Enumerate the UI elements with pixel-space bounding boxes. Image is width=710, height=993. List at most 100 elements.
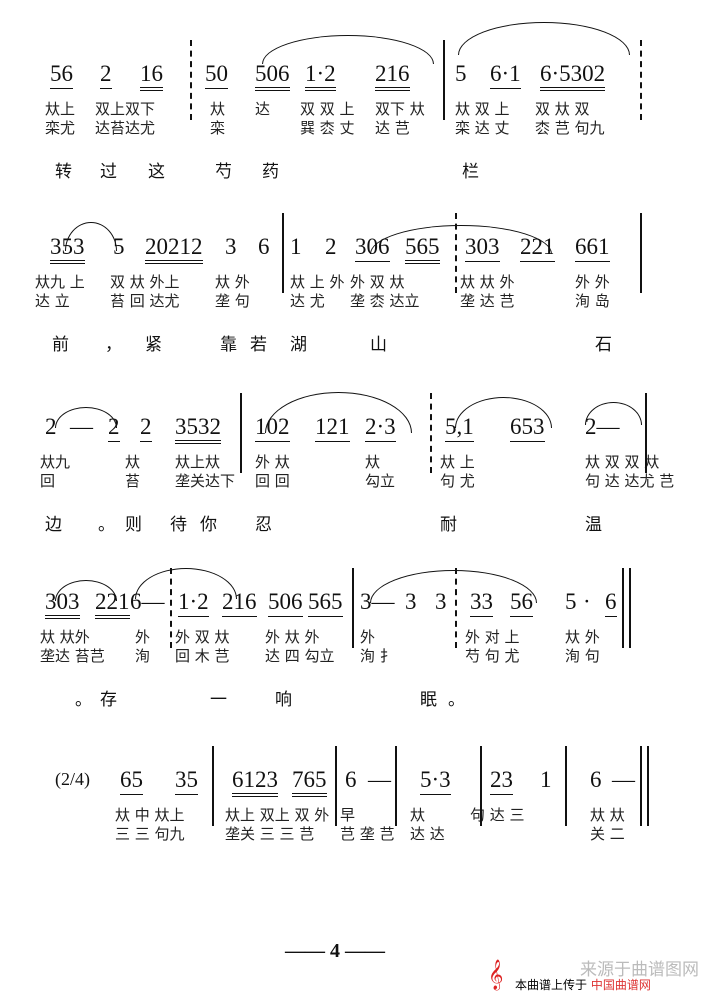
watermark-source: 来源于曲谱图网 [580,960,699,980]
lyric: 响 [275,690,292,710]
note-group: 2 [325,234,337,259]
guqin-tablature: 外 外 洵 岛 [575,273,610,310]
note-group: 2 [140,415,152,442]
solid-barline [640,213,642,293]
solid-barline [480,746,482,826]
solid-barline [282,213,284,293]
guqin-tablature: 夶 外 洵 句 [565,628,600,665]
note-group: 23 [490,768,513,795]
note-group: 1 [290,234,302,259]
solid-barline [352,568,354,648]
note-group: 16 [140,62,163,91]
slur [65,222,117,251]
note-group: 3 [225,234,237,259]
guqin-tablature: 夶 苔 [125,453,141,490]
guqin-tablature: 夶 夶外 垄达 苔芑 [40,628,105,665]
guqin-tablature: 夶 夶 外 垄 达 芑 [460,273,515,310]
guqin-tablature: 外 对 上 芍 句 尤 [465,628,520,665]
note-group: 1·2 [305,62,336,91]
note-group: 5 [113,234,125,259]
note-group: 35 [175,768,198,795]
note-group: — [368,767,391,792]
dash-left: —— [285,940,325,962]
note-group: — [612,767,635,792]
lyric: 药 [262,162,279,182]
guqin-tablature: 双 夶 外上 苔 回 达尤 [110,273,180,310]
guqin-tablature: 夶 中 夶上 三 三 句九 [115,806,185,843]
note-group: 5·3 [420,768,451,795]
lyric: 待 [170,515,187,535]
note-group: 6 [590,767,602,792]
lyric: 紧 [145,335,162,355]
note-group: 6 [258,234,270,259]
lyric: 一 [210,690,227,710]
lyric: 。 [448,690,465,710]
lyric: ， [105,335,122,355]
note-group: 6 [345,767,357,792]
note-group: 661 [575,235,610,262]
slur [458,22,630,55]
solid-barline [565,746,567,826]
double-barline [622,568,631,648]
note-group: 565 [308,590,343,617]
guqin-tablature: 外 洵 [135,628,151,665]
guqin-tablature: 夶 上 外 达 尤 [290,273,345,310]
note-group: 2 [45,414,57,439]
lyric: 石 [595,335,612,355]
guqin-tablature: 夶 外 垄 句 [215,273,250,310]
slur [55,580,117,601]
lyric: 则 [125,515,142,535]
lyric: 忍 [255,515,272,535]
note-group: 6·1 [490,62,521,89]
guqin-tablature: 夶九 上 达 立 [35,273,85,310]
double-barline [640,746,649,826]
note-group: 216 [375,62,410,91]
guqin-tablature: 外 夶 外 达 四 勾立 [265,628,335,665]
guqin-tablature: 达 [255,100,271,118]
lyric: 这 [148,162,165,182]
lyric: 山 [370,335,387,355]
guqin-tablature: 双 夶 双 枩 芑 句九 [535,100,605,137]
solid-barline [212,746,214,826]
slur [262,35,434,64]
note-group: 765 [292,768,327,797]
lyric: 耐 [440,515,457,535]
guqin-tablature: 夶 双 上 栾 达 丈 [455,100,510,137]
guqin-tablature: 外 双 夶 回 木 芑 [175,628,230,665]
guqin-tablature: 夶上 栾尤 [45,100,76,137]
lyric: 若 [250,335,267,355]
guqin-tablature: 夶 栾 [210,100,226,137]
watermark-site: 中国曲谱网 [590,978,651,992]
note-group: 50 [205,62,228,89]
note-group: 5 [565,589,577,614]
guqin-tablature: 早 芑 垄 芑 [340,806,395,843]
slur [55,407,117,428]
note-group: · [583,589,591,614]
slur [585,402,642,425]
page-number-value: 4 [330,940,340,962]
lyric: 你 [200,515,217,535]
solid-barline [645,393,647,473]
lyric: 前 [52,335,69,355]
note-group: 3532 [175,415,221,444]
slur [370,225,552,254]
guqin-tablature: 句 达 三 [470,806,525,824]
treble-clef-logo-icon: 𝄞 [488,960,504,990]
lyric: 眠 [420,690,437,710]
lyric: 存 [100,690,117,710]
note-group: 65 [120,768,143,795]
page-number: —— 4 —— [285,940,385,963]
dash-barline [640,40,642,120]
guqin-tablature: 夶上夶 垄关达下 [175,453,236,490]
guqin-tablature: 夶九 回 [40,453,71,490]
slur [265,392,412,433]
slur [455,397,552,428]
guqin-tablature: 夶 勾立 [365,453,396,490]
guqin-tablature: 双上双下 达苔达尤 [95,100,156,137]
solid-barline [240,393,242,473]
note-group: 6·5302 [540,62,606,91]
lyric: 栏 [462,162,479,182]
note-group: 56 [50,62,73,89]
guqin-tablature: 夶 达 达 [410,806,445,843]
